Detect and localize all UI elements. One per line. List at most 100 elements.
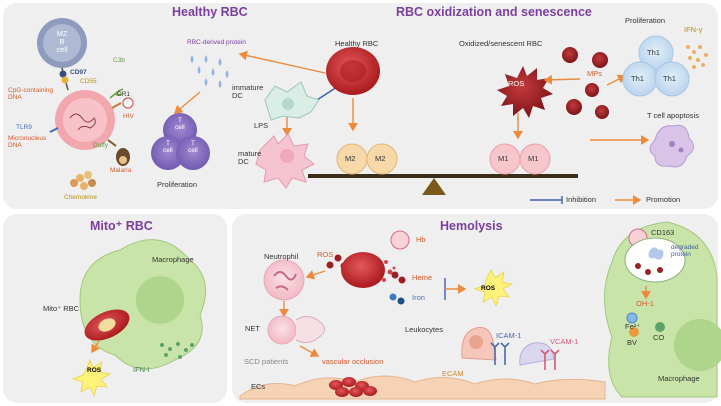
hiv-label: HIV — [123, 113, 134, 120]
mito-macrophage-label: Macrophage — [152, 255, 194, 264]
healthy-rbc-label: Healthy RBC — [335, 39, 379, 48]
t-cell-label-1: cell — [175, 124, 185, 131]
vcam-receptors — [540, 349, 560, 370]
protein-to-tcell-arrow — [173, 91, 201, 114]
healthy-rbc-title: Healthy RBC — [172, 5, 248, 19]
th1-label-2: Th1 — [631, 74, 644, 83]
degraded-protein-icon — [648, 247, 664, 260]
rbc-protein-label: RBC-derived protein — [187, 39, 246, 46]
net-label: NET — [245, 324, 260, 333]
c3b-label: C3b — [113, 57, 125, 64]
hb-icon — [390, 230, 410, 250]
malaria-label: Malaria — [110, 167, 132, 174]
fe-label: Fe²⁺ — [625, 322, 641, 331]
phagosome — [624, 237, 686, 283]
fe-dot — [626, 312, 638, 324]
net-strands — [295, 316, 325, 344]
heme-label: Heme — [412, 273, 433, 282]
hiv-icon — [122, 97, 134, 109]
proliferation-right-label: Proliferation — [625, 16, 666, 25]
seesaw-fulcrum — [422, 178, 446, 195]
cd97-receptor — [59, 70, 67, 78]
hemolysis-ros-label: ROS — [481, 285, 496, 292]
mature-dc-label: mature DC — [238, 149, 262, 166]
ifn-i-label: IFN-I — [133, 365, 150, 374]
mito-title: Mito⁺ RBC — [90, 219, 153, 233]
iron-label: Iron — [412, 293, 425, 302]
ecam-label: ECAM — [442, 369, 464, 378]
heme-in-macrophage — [635, 263, 663, 275]
c3b-receptor — [109, 88, 124, 99]
duffy-receptor — [107, 139, 117, 147]
mz-b-cell-label: MZ B cell — [56, 29, 68, 54]
hemolysis-title: Hemolysis — [440, 219, 503, 233]
mitochondria — [98, 318, 116, 332]
mps-label: MPs — [587, 69, 602, 78]
mito-ros-burst — [71, 358, 112, 398]
cd55-label: CD55 — [80, 78, 97, 85]
cd55-receptor — [61, 76, 69, 84]
mito-rbc-label: Mito⁺ RBC — [43, 304, 80, 313]
leukocytes-label: Leukocytes — [405, 325, 443, 334]
t-cell-cluster-left — [151, 113, 210, 170]
cpg-label: CpG-containing DNA — [8, 87, 54, 101]
oxidization-title: RBC oxidization and senescence — [396, 5, 592, 19]
scd-label: SCD patients — [244, 357, 289, 366]
oh-label: OH-1 — [636, 299, 654, 308]
th1-label-3: Th1 — [663, 74, 676, 83]
t-mark-3: T — [191, 140, 195, 147]
lysing-rbc — [341, 252, 385, 288]
t-mark-1: T — [178, 117, 182, 124]
co-dot — [655, 322, 665, 332]
ecs-label: ECs — [251, 382, 266, 391]
mito-macrophage-nucleus — [136, 276, 184, 324]
rbc-to-protein-arrow — [238, 50, 326, 74]
cd97-label: CD97 — [70, 69, 87, 76]
vcam-label: VCAM-1 — [550, 337, 579, 346]
cd163-label: CD163 — [651, 228, 675, 237]
dna-strand — [69, 113, 96, 131]
th1-cluster — [622, 35, 690, 97]
oxidized-ros-label: ROS — [508, 79, 525, 88]
mz-target-inner — [63, 98, 107, 142]
net-cell — [267, 315, 297, 345]
ifn-gamma-dots — [686, 45, 708, 69]
neutrophil — [263, 259, 305, 301]
chemokine-label: Chemokine — [64, 194, 97, 201]
oxidized-rbc-label: Oxidized/senescent RBC — [459, 39, 543, 48]
ifn-i-dots — [160, 342, 194, 359]
t-cell-label-3: cell — [188, 147, 198, 154]
m2-macrophage-2 — [366, 143, 398, 175]
neutrophil-ros-label: ROS — [317, 250, 334, 259]
vascular-occlusion-label: vascular occlusion — [322, 357, 384, 366]
t-cell-label-2: cell — [163, 147, 173, 154]
degraded-protein-label: degraded protein — [671, 244, 699, 258]
iron-dots — [389, 293, 405, 305]
lps-label: LPS — [254, 121, 269, 130]
bv-label: BV — [627, 338, 638, 347]
m1-macrophage-2 — [519, 143, 551, 175]
cr1-receptor — [111, 102, 122, 109]
mito-ros-label: ROS — [87, 367, 102, 374]
icam-receptors — [490, 342, 510, 365]
t-mark-2: T — [166, 140, 170, 147]
micronucleus-label: Micronucleus DNA — [8, 135, 47, 149]
ifn-gamma-label: IFN-γ — [684, 25, 703, 34]
m1-label-2: M1 — [528, 154, 539, 163]
neutrophil-label: Neutrophil — [264, 252, 299, 261]
m1-label-1: M1 — [498, 154, 509, 163]
hemolysis-macrophage-nucleus — [674, 319, 721, 371]
duffy-label: Duffy — [93, 142, 109, 149]
th1-label-1: Th1 — [647, 48, 660, 57]
microparticles — [562, 47, 609, 119]
hemolysis-macrophage-label: Macrophage — [658, 374, 700, 383]
hemolysis-ros-burst — [473, 269, 514, 308]
tlr9-receptor — [49, 127, 59, 133]
legend-promotion-label: Promotion — [646, 195, 681, 204]
bv-dot — [629, 327, 639, 337]
m2-label-2: M2 — [375, 154, 386, 163]
mz-b-cell-nucleus — [43, 24, 81, 62]
tlr9-label: TLR9 — [16, 124, 32, 131]
cr1-label: CR1 — [117, 91, 131, 98]
